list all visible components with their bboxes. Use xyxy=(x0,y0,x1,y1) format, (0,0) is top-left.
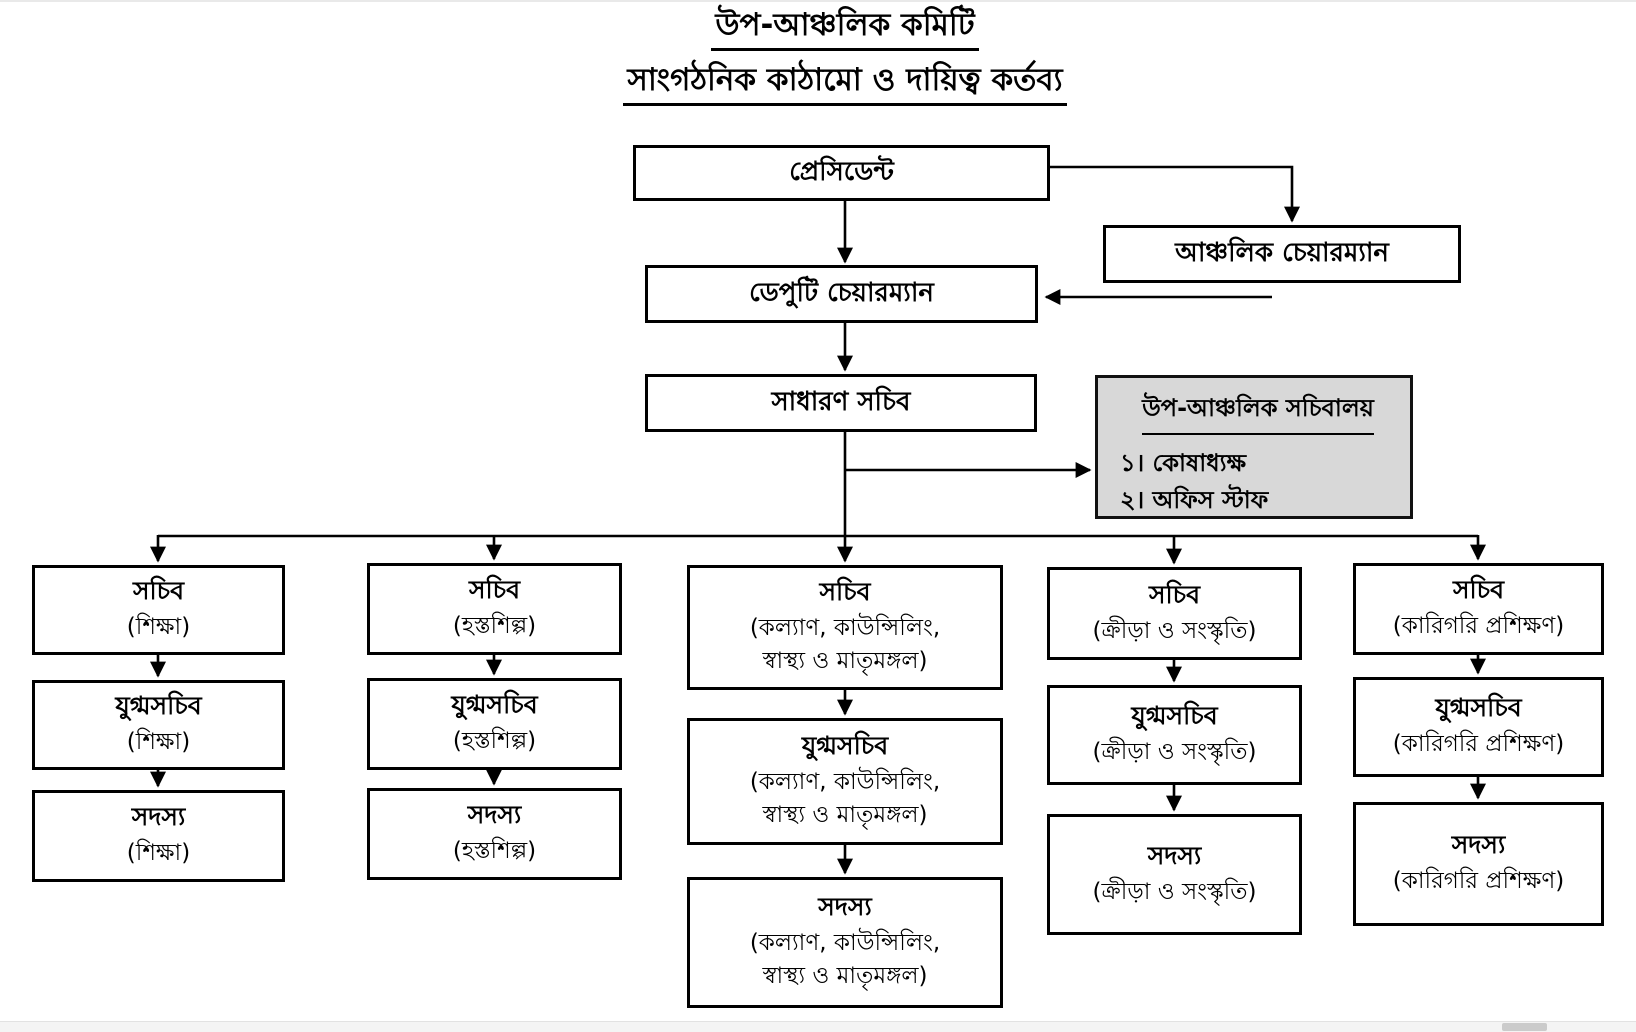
role-label: যুগ্মসচিব xyxy=(801,731,889,761)
dept-label: (হস্তশিল্প) xyxy=(452,838,537,865)
horizontal-scrollbar-thumb[interactable] xyxy=(1502,1023,1547,1031)
role-label: সদস্য xyxy=(1451,830,1506,860)
secretariat-item-treasurer: ১। কোষাধ্যক্ষ xyxy=(1120,449,1247,477)
dept-label: (কল্যাণ, কাউন্সিলিং, স্বাস্থ্য ও মাতৃমঙ্… xyxy=(749,615,941,674)
org-box-joint-secretary-welfare: যুগ্মসচিব (কল্যাণ, কাউন্সিলিং, স্বাস্থ্য… xyxy=(687,718,1003,845)
role-label: সচিব xyxy=(819,577,871,607)
page-title-line1: উপ-আঞ্চলিক কমিটি xyxy=(54,6,1636,51)
org-box-member-welfare: সদস্য (কল্যাণ, কাউন্সিলিং, স্বাস্থ্য ও ম… xyxy=(687,877,1003,1008)
page-top-divider xyxy=(0,0,1636,2)
org-box-joint-secretary-education: যুগ্মসচিব (শিক্ষা) xyxy=(32,680,285,770)
dept-label: (কারিগরি প্রশিক্ষণ) xyxy=(1392,613,1565,640)
role-label: সদস্য xyxy=(1147,840,1202,870)
org-box-president: প্রেসিডেন্ট xyxy=(633,145,1050,201)
role-label: সচিব xyxy=(468,575,521,605)
horizontal-scrollbar[interactable] xyxy=(0,1021,1636,1032)
page-title: উপ-আঞ্চলিক কমিটি সাংগঠনিক কাঠামো ও দায়ি… xyxy=(0,6,1636,116)
role-label: সদস্য xyxy=(131,802,186,832)
secretariat-item-office-staff: ২। অফিস স্টাফ xyxy=(1120,486,1269,515)
dept-label: (ক্রীড়া ও সংস্কৃতি) xyxy=(1092,617,1257,644)
org-box-joint-secretary-technical-training: যুগ্মসচিব (কারিগরি প্রশিক্ষণ) xyxy=(1353,677,1604,777)
page-title-line2: সাংগঠনিক কাঠামো ও দায়িত্ব কর্তব্য xyxy=(54,61,1636,106)
dept-label: (শিক্ষা) xyxy=(126,729,191,756)
dept-label: (হস্তশিল্প) xyxy=(452,613,537,640)
role-label: যুগ্মসচিব xyxy=(1435,693,1522,723)
dept-label: (কারিগরি প্রশিক্ষণ) xyxy=(1392,868,1565,895)
secretariat-title: উপ-আঞ্চলিক সচিবালয় xyxy=(1120,390,1396,435)
role-label: যুগ্মসচিব xyxy=(115,691,202,721)
dept-label: (ক্রীড়া ও সংস্কৃতি) xyxy=(1092,739,1257,766)
role-label: ডেপুটি চেয়ারম্যান xyxy=(749,278,934,309)
org-box-secretary-sports-culture: সচিব (ক্রীড়া ও সংস্কৃতি) xyxy=(1047,567,1302,660)
dept-label: (হস্তশিল্প) xyxy=(452,728,537,755)
dept-label: (শিক্ষা) xyxy=(126,614,191,641)
dept-label: (শিক্ষা) xyxy=(126,840,191,867)
role-label: সাধারণ সচিব xyxy=(771,387,911,418)
org-box-regional-chairman: আঞ্চলিক চেয়ারম্যান xyxy=(1103,225,1461,283)
role-label: সচিব xyxy=(132,576,185,606)
dept-label: (ক্রীড়া ও সংস্কৃতি) xyxy=(1092,878,1257,905)
org-box-member-technical-training: সদস্য (কারিগরি প্রশিক্ষণ) xyxy=(1353,802,1604,926)
org-box-sub-regional-secretariat: উপ-আঞ্চলিক সচিবালয় ১। কোষাধ্যক্ষ ২। অফি… xyxy=(1095,375,1413,519)
org-box-secretary-education: সচিব (শিক্ষা) xyxy=(32,565,285,655)
dept-label: (কল্যাণ, কাউন্সিলিং, স্বাস্থ্য ও মাতৃমঙ্… xyxy=(749,769,941,828)
role-label: সদস্য xyxy=(818,892,872,922)
org-box-member-sports-culture: সদস্য (ক্রীড়া ও সংস্কৃতি) xyxy=(1047,814,1302,935)
org-box-member-education: সদস্য (শিক্ষা) xyxy=(32,790,285,882)
org-box-member-handicraft: সদস্য (হস্তশিল্প) xyxy=(367,788,622,880)
role-label: সদস্য xyxy=(467,800,522,830)
role-label: যুগ্মসচিব xyxy=(451,690,538,720)
role-label: প্রেসিডেন্ট xyxy=(789,157,894,188)
dept-label: (কল্যাণ, কাউন্সিলিং, স্বাস্থ্য ও মাতৃমঙ্… xyxy=(749,930,941,989)
dept-label: (কারিগরি প্রশিক্ষণ) xyxy=(1392,731,1565,758)
role-label: যুগ্মসচিব xyxy=(1131,701,1218,731)
role-label: সচিব xyxy=(1148,579,1201,609)
role-label: সচিব xyxy=(1452,575,1505,605)
org-box-secretary-technical-training: সচিব (কারিগরি প্রশিক্ষণ) xyxy=(1353,563,1604,655)
org-box-secretary-welfare: সচিব (কল্যাণ, কাউন্সিলিং, স্বাস্থ্য ও মা… xyxy=(687,565,1003,690)
org-box-joint-secretary-handicraft: যুগ্মসচিব (হস্তশিল্প) xyxy=(367,678,622,770)
org-box-joint-secretary-sports-culture: যুগ্মসচিব (ক্রীড়া ও সংস্কৃতি) xyxy=(1047,685,1302,785)
org-box-deputy-chairman: ডেপুটি চেয়ারম্যান xyxy=(645,265,1038,323)
role-label: আঞ্চলিক চেয়ারম্যান xyxy=(1175,238,1389,269)
org-box-secretary-handicraft: সচিব (হস্তশিল্প) xyxy=(367,563,622,655)
org-box-general-secretary: সাধারণ সচিব xyxy=(645,374,1037,432)
